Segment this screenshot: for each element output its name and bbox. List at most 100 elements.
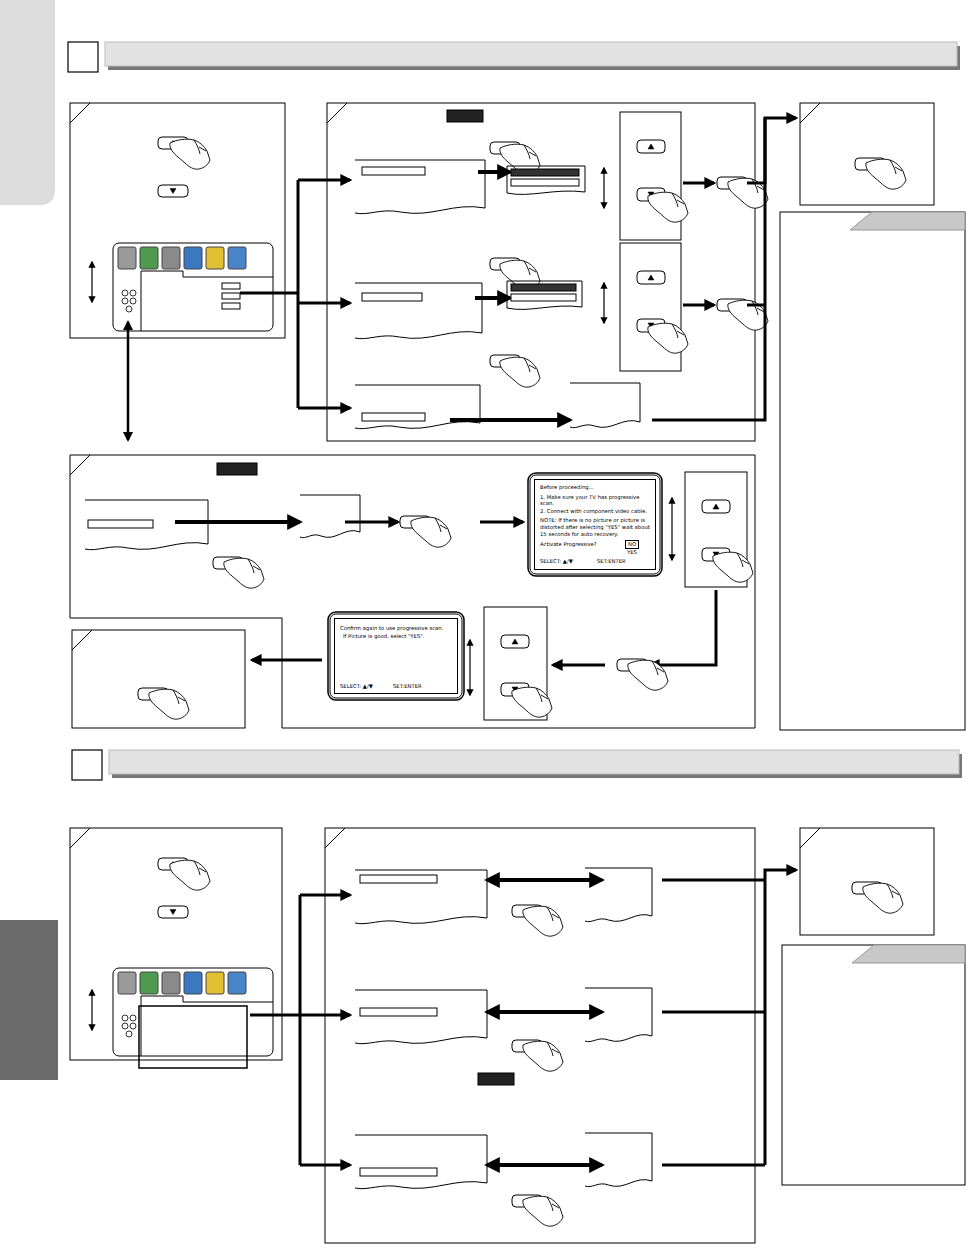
option-item bbox=[511, 294, 576, 301]
flow-arrow bbox=[298, 302, 350, 305]
menu-item bbox=[362, 167, 425, 175]
flow-arrow bbox=[345, 521, 398, 524]
setup-menu bbox=[113, 243, 273, 331]
updown-arrow bbox=[603, 283, 604, 323]
step-panel bbox=[70, 828, 282, 1060]
step-panel bbox=[70, 455, 755, 728]
step-slash bbox=[70, 103, 90, 123]
pressing-hand bbox=[713, 552, 753, 582]
flow-arrow bbox=[683, 182, 714, 185]
pressing-hand bbox=[628, 660, 668, 690]
menu-key bbox=[122, 1023, 128, 1029]
popup-excerpt bbox=[507, 281, 582, 309]
menu-icon bbox=[206, 972, 224, 994]
menu-key bbox=[130, 1023, 136, 1029]
menu-key bbox=[126, 1031, 132, 1037]
hand-outline bbox=[728, 300, 768, 330]
flow-arrow bbox=[662, 1011, 765, 1014]
hand-outline bbox=[713, 552, 753, 582]
header-bar bbox=[105, 42, 957, 66]
pressing-hand bbox=[523, 906, 563, 936]
menu-key bbox=[130, 298, 136, 304]
step-slash bbox=[327, 103, 347, 123]
flow-arrow bbox=[487, 1163, 602, 1167]
menu-icon bbox=[140, 972, 158, 994]
menu-divider bbox=[141, 283, 142, 331]
note-panel bbox=[780, 212, 965, 730]
flow-arrow bbox=[127, 322, 130, 440]
hand-outline bbox=[170, 139, 210, 169]
menu-highlight bbox=[139, 1006, 247, 1068]
mode-badge bbox=[447, 110, 483, 122]
pressing-hand bbox=[411, 517, 451, 547]
menu-icon bbox=[228, 972, 246, 994]
menu-key bbox=[126, 306, 132, 312]
menu-icon bbox=[118, 247, 136, 269]
section-number-box bbox=[68, 42, 98, 72]
step-panel bbox=[800, 103, 934, 205]
menu-divider bbox=[141, 1008, 142, 1056]
tv-bezel bbox=[330, 614, 462, 698]
screen-text: SET:ENTER bbox=[597, 558, 647, 565]
menu-icon bbox=[118, 972, 136, 994]
screen-text: YES bbox=[627, 549, 647, 556]
button-glyph bbox=[170, 910, 176, 915]
updown-arrow bbox=[603, 168, 604, 208]
hand-outline bbox=[866, 159, 906, 189]
screen-excerpt bbox=[85, 500, 208, 550]
hand-outline bbox=[500, 357, 540, 387]
screen-text: SELECT: ▲/▼ bbox=[540, 558, 590, 565]
menu-icon bbox=[162, 247, 180, 269]
screen-excerpt bbox=[355, 1135, 487, 1189]
updown-arrow bbox=[671, 498, 672, 560]
side-tab bbox=[0, 0, 55, 205]
hand-outline bbox=[149, 689, 189, 719]
tv-frame bbox=[528, 473, 662, 576]
flow-arrow bbox=[652, 305, 765, 420]
menu-icon bbox=[184, 972, 202, 994]
setup-menu bbox=[113, 968, 273, 1056]
menu-key bbox=[122, 298, 128, 304]
menu-marker bbox=[222, 293, 240, 299]
step-panel bbox=[800, 828, 934, 935]
step-slash bbox=[800, 828, 820, 848]
flow-arrow bbox=[660, 590, 716, 665]
flow-arrow bbox=[747, 118, 796, 183]
menu-icon bbox=[206, 247, 224, 269]
screen-text: Activate Progressive? bbox=[540, 541, 615, 548]
menu-key bbox=[122, 1015, 128, 1021]
menu-item bbox=[360, 875, 437, 883]
flow-arrow bbox=[240, 292, 298, 295]
flow-arrow bbox=[747, 304, 765, 307]
screen-excerpt bbox=[355, 870, 487, 924]
flow-arrow bbox=[478, 170, 510, 174]
popup-excerpt bbox=[507, 166, 585, 194]
highlight-bar bbox=[511, 169, 579, 176]
flow-arrow bbox=[252, 659, 322, 662]
flow-arrow bbox=[250, 1014, 300, 1017]
pressing-hand bbox=[170, 139, 210, 169]
step-slash bbox=[70, 455, 90, 475]
step-panel bbox=[325, 828, 755, 1243]
menu-tab bbox=[141, 271, 273, 283]
remote-button bbox=[158, 185, 188, 197]
note-header bbox=[850, 212, 965, 230]
updown-arrow bbox=[91, 990, 92, 1030]
flow-arrow bbox=[298, 407, 350, 410]
hand-outline bbox=[863, 883, 903, 913]
screen-text: NOTE: If there is no picture or picture … bbox=[540, 517, 651, 537]
remote-button bbox=[501, 635, 529, 648]
hand-outline bbox=[512, 687, 552, 717]
menu-marker bbox=[222, 303, 240, 309]
hand-outline bbox=[170, 860, 210, 890]
screen-excerpt bbox=[355, 283, 482, 339]
pressing-hand bbox=[866, 159, 906, 189]
button-glyph bbox=[713, 504, 719, 509]
step-slash bbox=[325, 828, 345, 848]
step-panel bbox=[72, 630, 245, 728]
hand-outline bbox=[628, 660, 668, 690]
menu-key bbox=[130, 290, 136, 296]
menu-icon bbox=[140, 247, 158, 269]
pressing-hand bbox=[149, 689, 189, 719]
screen-text: NO bbox=[625, 540, 639, 549]
